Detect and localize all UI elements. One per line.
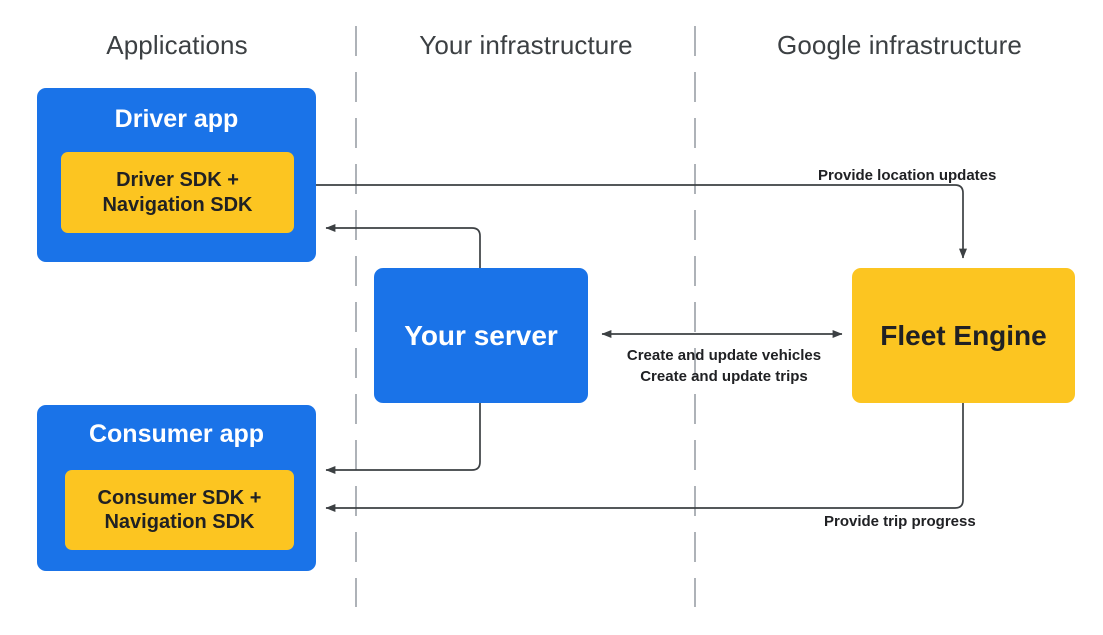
node-driver-sdk[interactable]: Driver SDK + Navigation SDK — [61, 152, 294, 233]
consumer-app-title: Consumer app — [88, 420, 265, 448]
fleet-engine-label: Fleet Engine — [880, 319, 1047, 351]
node-consumer-sdk[interactable]: Consumer SDK + Navigation SDK — [65, 470, 294, 550]
edge-label-create-and-update: Create and update vehicles Create and up… — [626, 347, 822, 385]
edge-server-to-consumer-app — [325, 403, 481, 474]
column-header-your-infrastructure: Your infrastructure — [356, 32, 696, 58]
your-server-label: Your server — [404, 319, 558, 351]
edge-provide-trip-progress — [325, 403, 964, 512]
edge-label-provide-location-updates: Provide location updates — [818, 167, 997, 184]
node-fleet-engine[interactable]: Fleet Engine — [852, 268, 1075, 403]
column-header-your-infrastructure-label: Your infrastructure — [419, 30, 633, 60]
column-header-applications: Applications — [0, 32, 354, 58]
driver-app-title: Driver app — [114, 105, 239, 133]
edge-provide-location-updates — [316, 184, 967, 259]
edge-server-to-driver-app — [325, 224, 481, 268]
column-header-applications-label: Applications — [106, 30, 248, 60]
column-header-google-infrastructure: Google infrastructure — [696, 32, 1103, 58]
consumer-sdk-label: Consumer SDK + Navigation SDK — [97, 486, 262, 533]
column-header-google-infrastructure-label: Google infrastructure — [777, 30, 1022, 60]
driver-sdk-label: Driver SDK + Navigation SDK — [102, 169, 253, 216]
edge-label-provide-trip-progress: Provide trip progress — [824, 513, 976, 530]
node-your-server[interactable]: Your server — [374, 268, 588, 403]
